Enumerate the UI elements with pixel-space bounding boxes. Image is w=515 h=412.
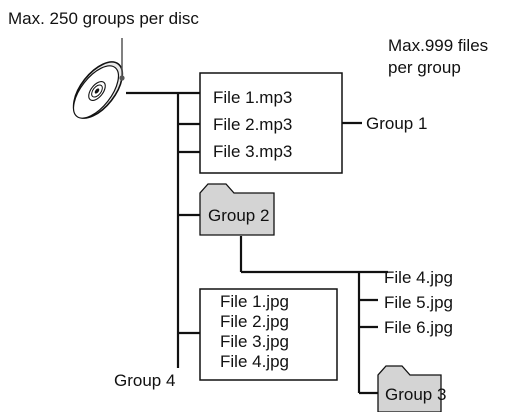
max-files-label-line2: per group <box>388 58 461 77</box>
group3-file-item: File 5.jpg <box>384 293 453 312</box>
group3-file-item: File 4.jpg <box>384 268 453 287</box>
group4-file-item: File 2.jpg <box>220 312 289 331</box>
max-groups-label: Max. 250 groups per disc <box>8 9 199 28</box>
group4-file-item: File 4.jpg <box>220 352 289 371</box>
disc-icon <box>72 61 124 119</box>
group4-label: Group 4 <box>114 371 175 390</box>
group3-file-item: File 6.jpg <box>384 318 453 337</box>
group4-file-item: File 1.jpg <box>220 292 289 311</box>
group1-label: Group 1 <box>366 114 427 133</box>
groups-callout-dot <box>119 75 125 81</box>
group3-label: Group 3 <box>385 385 446 404</box>
group1-file-item: File 2.mp3 <box>213 115 292 134</box>
group1-file-item: File 3.mp3 <box>213 142 292 161</box>
group4-files-box <box>199 288 338 381</box>
group1-files-box <box>199 72 343 174</box>
group4-file-item: File 3.jpg <box>220 332 289 351</box>
max-files-label-line1: Max.999 files <box>388 36 488 55</box>
folder-icon <box>199 183 275 236</box>
group2-label: Group 2 <box>208 206 269 225</box>
group1-file-item: File 1.mp3 <box>213 88 292 107</box>
folder-icon <box>377 365 442 412</box>
